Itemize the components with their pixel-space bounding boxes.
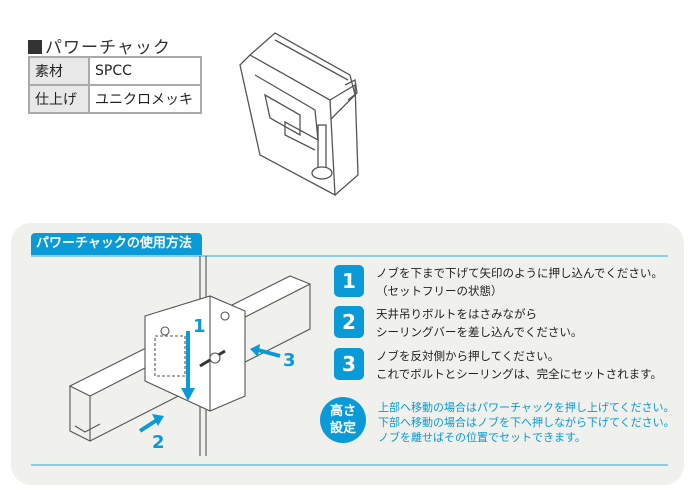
callout-1: 1	[193, 316, 206, 337]
step-line: シーリングバーを差し込んでください。	[376, 325, 583, 339]
product-title-text: パワーチャック	[45, 38, 171, 58]
spec-row-material: 素材 SPCC	[28, 56, 202, 86]
spec-row-finish: 仕上げ ユニクロメッキ	[28, 84, 202, 114]
bottom-divider	[31, 464, 668, 466]
callout-3: 3	[283, 350, 296, 371]
step-line: （セットフリーの状態）	[376, 284, 503, 298]
callout-2: 2	[152, 432, 165, 453]
spec-label: 仕上げ	[28, 84, 90, 114]
note-line: 上部へ移動の場合はパワーチャックを押し上げてください。	[378, 401, 675, 414]
note-line: 下部へ移動の場合はノブを下へ押しながら下げてください。	[378, 416, 675, 429]
top-divider	[31, 255, 668, 257]
power-chuck-product-image	[239, 32, 359, 197]
square-bullet-icon	[28, 40, 42, 54]
step-line: ノブを反対側から押してください。	[376, 349, 560, 363]
badge-line: 高さ	[329, 404, 356, 419]
note-line: ノブを離せばその位置でセットできます。	[378, 431, 586, 444]
height-setting-note: 上部へ移動の場合はパワーチャックを押し上げてください。 下部へ移動の場合はノブを…	[378, 400, 675, 445]
usage-tab: パワーチャックの使用方法	[31, 233, 202, 255]
step-3-badge: 3	[334, 348, 364, 380]
badge-line: 設定	[329, 421, 356, 436]
step-line: ノブを下まで下げて矢印のように押し込んでください。	[376, 266, 663, 280]
step-line: 天井吊りボルトをはさみながら	[376, 307, 537, 321]
step-line: これでボルトとシーリングは、完全にセットされます。	[376, 367, 663, 381]
product-title: パワーチャック	[28, 33, 171, 58]
step-1-badge: 1	[334, 265, 364, 297]
step-3-text: ノブを反対側から押してください。 これでボルトとシーリングは、完全にセットされま…	[376, 347, 662, 383]
step-2-text: 天井吊りボルトをはさみながら シーリングバーを差し込んでください。	[376, 305, 582, 341]
spec-label: 素材	[28, 56, 90, 86]
step-2-badge: 2	[334, 306, 364, 338]
step-1-text: ノブを下まで下げて矢印のように押し込んでください。 （セットフリーの状態）	[376, 264, 663, 300]
installation-illustration: 1 2 3	[68, 256, 312, 456]
spec-value: SPCC	[88, 56, 202, 86]
spec-table: 素材 SPCC 仕上げ ユニクロメッキ	[28, 56, 202, 114]
height-setting-badge: 高さ 設定	[320, 397, 366, 443]
spec-value: ユニクロメッキ	[88, 84, 202, 114]
